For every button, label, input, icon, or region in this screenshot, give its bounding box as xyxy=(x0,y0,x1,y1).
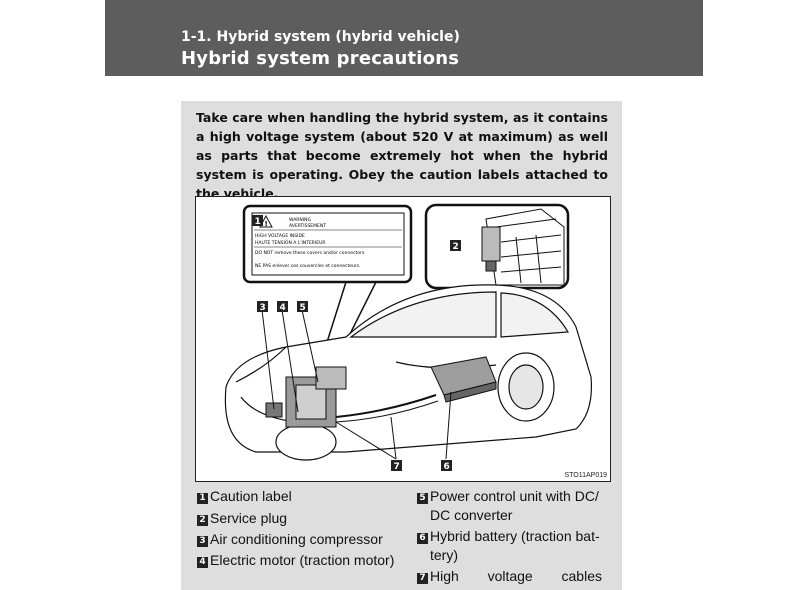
label-warning-text: WARNING xyxy=(289,217,311,223)
figure-id: STO11AP019 xyxy=(564,472,607,479)
section-heading: 1-1. Hybrid system (hybrid vehicle) xyxy=(181,29,460,45)
callout-4: 4 xyxy=(280,303,286,313)
hybrid-system-figure: ! WARNING AVERTISSEMENT HIGH VOLTAGE INS… xyxy=(195,196,611,482)
label-haute-tension-text: HAUTE TENSION A L'INTERIEUR xyxy=(255,240,326,246)
warning-exclamation-icon: ! xyxy=(265,220,268,228)
callout-7: 7 xyxy=(394,462,400,472)
label-ne-pas-text: NE PAS enlever ces couvercles et connect… xyxy=(255,263,360,269)
page-title: Hybrid system precautions xyxy=(181,48,460,69)
label-high-voltage-text: HIGH VOLTAGE INSIDE xyxy=(255,233,305,239)
label-avertissement-text: AVERTISSEMENT xyxy=(289,223,326,229)
engine-bay-components xyxy=(265,366,347,428)
hybrid-battery-illustration xyxy=(430,356,497,403)
service-plug-detail xyxy=(481,208,565,286)
intro-paragraph: Take care when handling the hybrid syste… xyxy=(196,110,608,201)
legend-item-continued: tery) xyxy=(430,547,458,563)
caution-label-image xyxy=(251,212,405,276)
content-box: Take care when handling the hybrid syste… xyxy=(181,101,622,590)
chapter-header: 1-1. Hybrid system (hybrid vehicle) Hybr… xyxy=(105,0,703,76)
label-do-not-remove-text: DO NOT remove these covers and/or connec… xyxy=(255,250,366,256)
car-illustration: ! WARNING AVERTISSEMENT HIGH VOLTAGE INS… xyxy=(224,203,593,472)
callout-6: 6 xyxy=(444,462,450,472)
callout-2: 2 xyxy=(453,242,459,252)
callout-1: 1 xyxy=(255,217,261,227)
high-voltage-cable xyxy=(335,394,437,418)
callout-3: 3 xyxy=(260,303,266,313)
callout-5: 5 xyxy=(300,303,306,313)
callout-numbers: 1 2 3 4 5 6 7 xyxy=(252,215,461,472)
legend-item-continued: DC converter xyxy=(430,507,513,523)
